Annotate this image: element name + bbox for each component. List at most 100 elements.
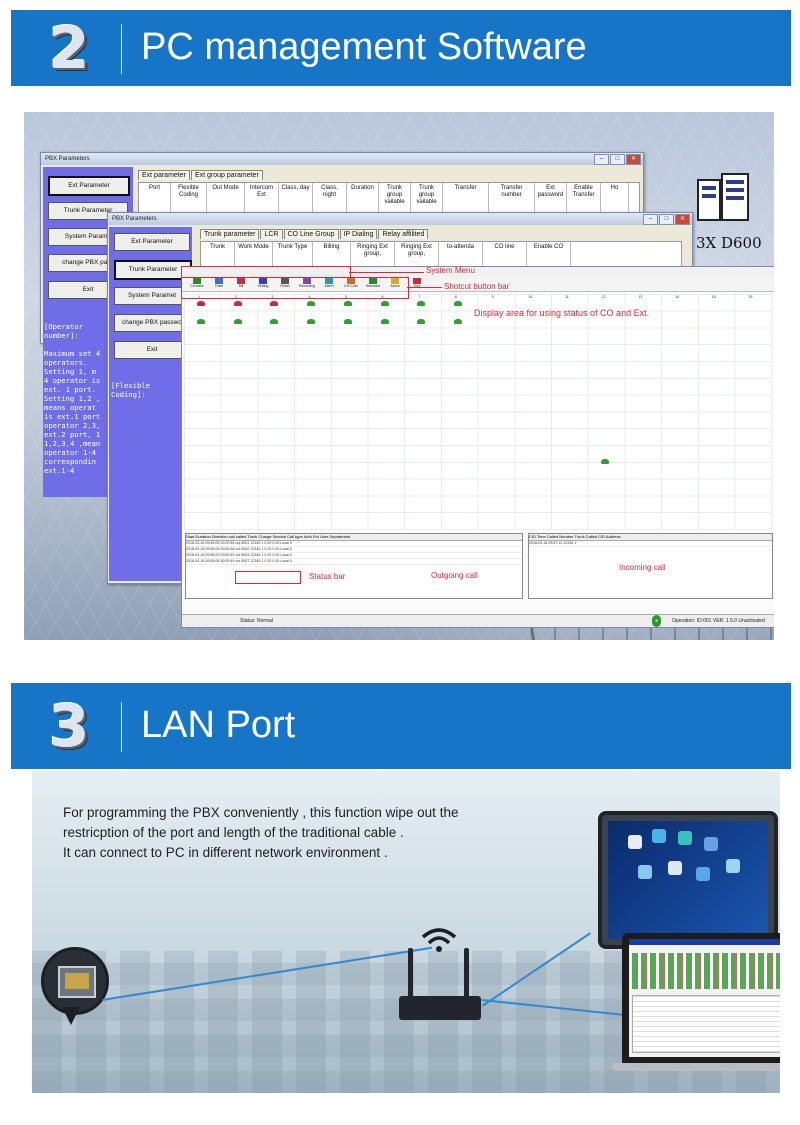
phone-status-icon[interactable] xyxy=(417,319,426,324)
incoming-call-annotation: Incoming call xyxy=(619,563,666,572)
toolbar-button-alarm[interactable]: Alarm xyxy=(320,277,338,290)
bubble-tail xyxy=(62,1007,80,1025)
tab-co-line-group[interactable]: CO Line Group xyxy=(283,229,339,239)
outgoing-log-row[interactable]: 2018-03-18 09:55:04 00:00:48 out 8002 12… xyxy=(186,547,522,553)
column-header: CO line xyxy=(483,242,527,270)
tab-relay-affilited[interactable]: Relay affilited xyxy=(378,229,429,239)
column-header: Trunk group vailable xyxy=(411,183,443,215)
tab-trunk-parameter[interactable]: Trunk parameter xyxy=(200,229,260,239)
close-icon[interactable]: ✕ xyxy=(626,154,641,165)
toolbar-button-about[interactable]: About xyxy=(386,277,404,290)
toolbar-button-connect[interactable]: Connect xyxy=(188,277,206,290)
window-titlebar[interactable]: PBX Parameters –□✕ xyxy=(41,153,643,165)
phone-status-icon[interactable] xyxy=(417,301,426,306)
toolbar-button-exit[interactable]: Exit xyxy=(408,277,426,290)
ext-parameter-button[interactable]: Ext Parameter xyxy=(114,233,190,251)
toolbar-button-ext-cust[interactable]: Ext Cust xyxy=(342,277,360,290)
software-screenshot: 3X D600 PBX Parameters –□✕ Ext Parameter… xyxy=(24,112,774,640)
bill-icon xyxy=(237,278,245,284)
outgoing-log-row[interactable]: 2018-03-18 09:55:08 00:00:49 out 8007 12… xyxy=(186,559,522,565)
phone-status-icon[interactable] xyxy=(197,319,205,324)
wifi-icon xyxy=(421,928,457,952)
toolbar-button-setting[interactable]: Setting xyxy=(254,277,272,290)
column-number: 12 xyxy=(601,295,606,299)
system-parameter-button[interactable]: System Paramet xyxy=(114,287,190,305)
tab-ext-group-parameter[interactable]: Ext group parameter xyxy=(190,170,263,180)
phone-status-icon[interactable] xyxy=(380,301,389,306)
status-bar: Status: Normal ● Operation: ID:001 VER: … xyxy=(182,614,774,627)
phone-status-icon[interactable] xyxy=(270,319,279,324)
phone-status-icon[interactable] xyxy=(453,301,462,306)
window-titlebar[interactable]: PBX Parameters –□✕ xyxy=(108,213,692,225)
phone-status-icon[interactable] xyxy=(307,319,316,324)
device-model-label: 3X D600 xyxy=(696,234,762,252)
exit-button[interactable]: Exit xyxy=(114,341,190,359)
phone-status-icon[interactable] xyxy=(343,301,352,306)
shortcut-annotation: Shotcut button bar xyxy=(444,282,510,291)
column-header: Ringing Ext group, xyxy=(351,242,395,270)
section-banner-pc-software: 2 PC management Software xyxy=(11,10,791,86)
section-banner-lan-port: 3 LAN Port xyxy=(11,683,791,769)
toolbar-button-bill[interactable]: Bill xyxy=(232,277,250,290)
phone-status-icon[interactable] xyxy=(380,319,389,324)
section-title: PC management Software xyxy=(141,26,587,68)
column-header: Intercom Ext xyxy=(245,183,279,215)
laptop-icon xyxy=(622,933,780,1063)
incoming-log-row[interactable]: 2018-03-18 09:57:10 12345 1 xyxy=(529,541,772,547)
column-number: 15 xyxy=(711,295,716,299)
router-antenna xyxy=(464,948,469,998)
tab-ext-parameter[interactable]: Ext parameter xyxy=(138,170,190,180)
router-antenna xyxy=(408,948,413,998)
column-number: 8 xyxy=(454,295,457,299)
phone-status-icon[interactable] xyxy=(600,459,609,464)
tab-lcr[interactable]: LCR xyxy=(260,229,283,239)
connect-icon xyxy=(193,278,201,284)
window-title: PBX Parameters xyxy=(112,216,157,222)
rj45-port-icon xyxy=(41,947,109,1015)
lan-port-illustration: For programming the PBX conveniently , t… xyxy=(32,771,780,1093)
column-header: to-attenda xyxy=(439,242,483,270)
column-number: 16 xyxy=(748,295,753,299)
outgoing-log-row[interactable]: 2018-03-18 09:55:05 00:00:46 out 8001 12… xyxy=(186,541,522,547)
column-header: Enable CO xyxy=(527,242,571,270)
toolbar-button-recording[interactable]: Recording xyxy=(298,277,316,290)
phone-status-icon[interactable] xyxy=(453,319,462,324)
outgoing-call-annotation: Outgoing call xyxy=(431,571,478,580)
column-header: Enable Transfer xyxy=(567,183,601,215)
change-password-button[interactable]: change PBX passwo xyxy=(114,314,190,332)
close-icon[interactable]: ✕ xyxy=(675,214,690,225)
column-number: 6 xyxy=(381,295,384,299)
minimize-icon[interactable]: – xyxy=(643,214,658,225)
reset-icon xyxy=(281,278,289,284)
banner-divider xyxy=(121,24,122,74)
ext-parameter-button[interactable]: Ext Parameter xyxy=(48,176,130,196)
phone-status-icon[interactable] xyxy=(270,301,279,306)
column-header: Work Mode xyxy=(235,242,273,270)
phone-status-icon[interactable] xyxy=(233,319,242,324)
side-panel xyxy=(109,227,192,581)
phone-status-icon[interactable] xyxy=(343,319,352,324)
maximize-icon[interactable]: □ xyxy=(659,214,674,225)
toolbar-button-data[interactable]: Data xyxy=(210,277,228,290)
alarm-icon xyxy=(325,278,333,284)
tab-ip-dialing[interactable]: IP Dialing xyxy=(339,229,378,239)
column-number: 3 xyxy=(271,295,274,299)
column-number: 9 xyxy=(491,295,494,299)
monitor-icon xyxy=(598,811,778,949)
maximize-icon[interactable]: □ xyxy=(610,154,625,165)
outgoing-log-row[interactable]: 2018-03-18 09:55:09 00:00:49 out 8003 12… xyxy=(186,553,522,559)
lan-description-line: It can connect to PC in different networ… xyxy=(63,845,388,860)
phone-status-icon[interactable] xyxy=(233,301,242,306)
column-header: Flexible Coding xyxy=(171,183,207,215)
phone-status-icon[interactable] xyxy=(197,301,205,306)
phone-status-icon[interactable] xyxy=(307,301,316,306)
section-title: LAN Port xyxy=(141,704,296,746)
column-number: 11 xyxy=(565,295,569,299)
minimize-icon[interactable]: – xyxy=(594,154,609,165)
toolbar-button-standard[interactable]: Standard xyxy=(364,277,382,290)
recording-icon xyxy=(303,278,311,284)
laptop-base xyxy=(612,1063,780,1071)
toolbar-button-reset[interactable]: Reset xyxy=(276,277,294,290)
standard-icon xyxy=(369,278,377,284)
